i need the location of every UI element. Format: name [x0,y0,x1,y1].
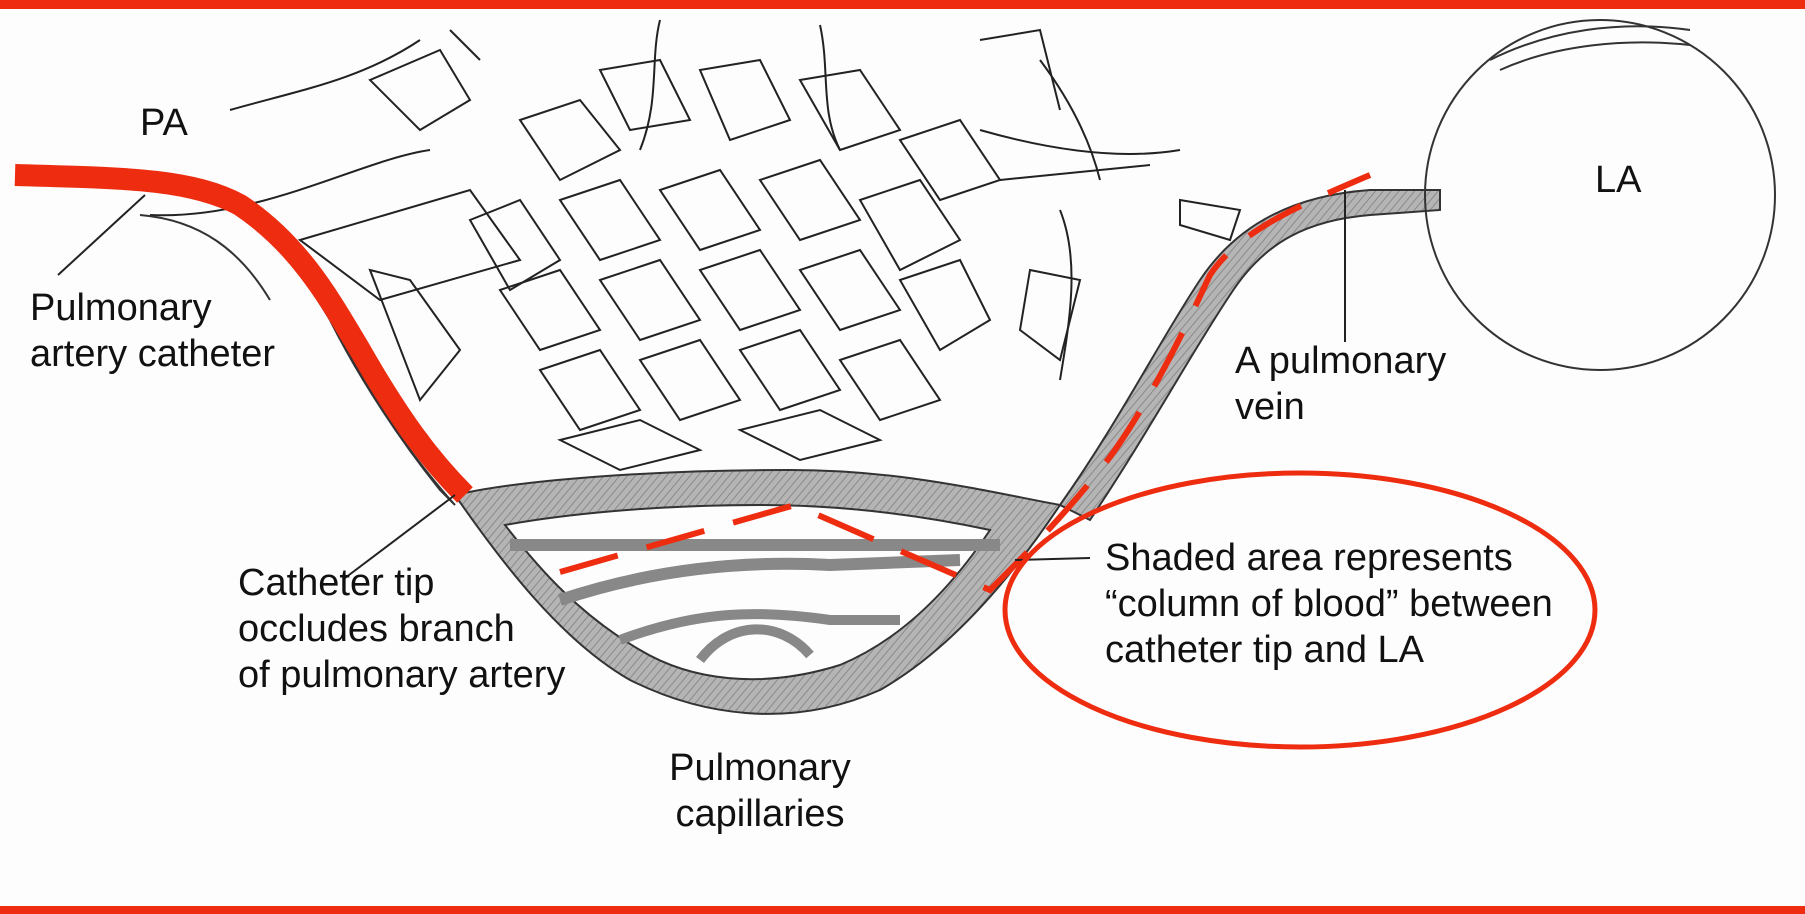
label-capillaries-line-1: Pulmonary [660,745,860,791]
label-catheter-tip: Catheter tip occludes branch of pulmonar… [238,560,565,698]
label-tip-line-1: Catheter tip [238,560,565,606]
label-shaded-line-2: “column of blood” between [1105,581,1553,627]
label-la: LA [1595,157,1641,203]
label-tip-line-3: of pulmonary artery [238,652,565,698]
leader-catheter [58,195,145,275]
label-pulmonary-capillaries: Pulmonary capillaries [660,745,860,837]
label-pulmonary-vein: A pulmonary vein [1235,338,1446,430]
label-shaded-line-1: Shaded area represents [1105,535,1553,581]
label-tip-line-2: occludes branch [238,606,565,652]
label-vein-line-1: A pulmonary [1235,338,1446,384]
label-catheter-line-2: artery catheter [30,331,275,377]
label-shaded-area: Shaded area represents “column of blood”… [1105,535,1553,673]
label-catheter-line-1: Pulmonary [30,285,275,331]
label-la-text: LA [1595,159,1641,201]
label-pa-text: PA [140,102,188,144]
label-capillaries-line-2: capillaries [660,791,860,837]
label-vein-line-2: vein [1235,384,1446,430]
label-pa: PA [140,100,188,146]
frame-top-bar [0,0,1805,9]
label-shaded-line-3: catheter tip and LA [1105,627,1553,673]
frame-bottom-bar [0,906,1805,914]
label-pulmonary-artery-catheter: Pulmonary artery catheter [30,285,275,377]
upper-vessel-network [150,20,1240,470]
